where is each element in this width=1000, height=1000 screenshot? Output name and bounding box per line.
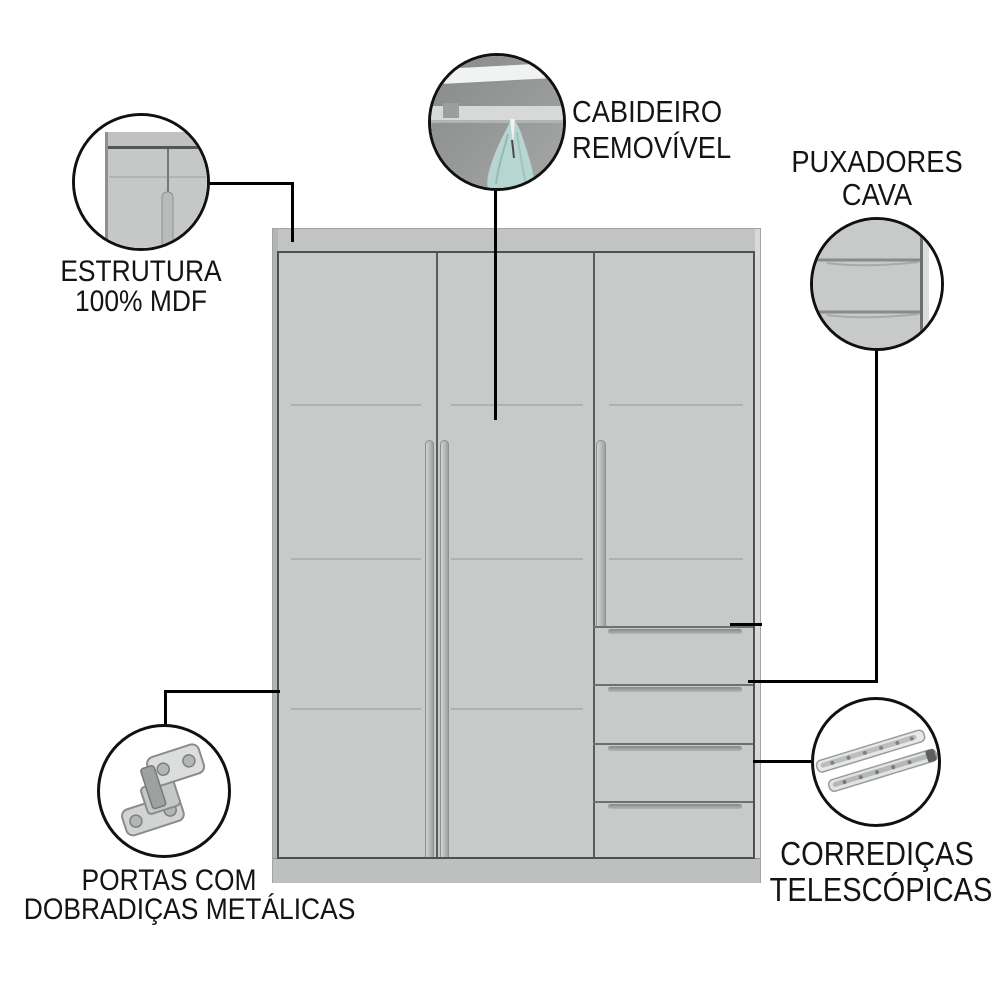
puxadores-label: PUXADORES CAVA	[757, 145, 997, 211]
panel-groove	[609, 558, 743, 560]
wardrobe-base-panel	[273, 858, 760, 883]
drawer-slides-icon	[815, 729, 938, 793]
door-gap-left	[436, 253, 438, 857]
callout-connector-estrutura	[291, 182, 294, 242]
drawer-gap	[593, 801, 753, 803]
portas-callout-circle	[97, 724, 231, 858]
callout-connector-puxadores	[748, 680, 878, 683]
callout-connector-portas	[164, 690, 280, 693]
wardrobe-front	[277, 251, 755, 859]
puxadores-label-line1: PUXADORES	[791, 144, 963, 179]
hanger-icon	[431, 56, 563, 188]
panel-groove	[291, 708, 421, 710]
corredicas-label: CORREDIÇAS TELESCÓPICAS	[755, 836, 999, 908]
callout-connector-cabideiro	[494, 188, 497, 420]
drawer-handle-groove	[608, 746, 742, 751]
panel-groove	[451, 558, 583, 560]
wardrobe-left-side-panel	[273, 229, 278, 882]
estrutura-label-line2: 100% MDF	[74, 285, 208, 318]
estrutura-callout-circle	[72, 113, 210, 251]
corredicas-callout-circle	[811, 697, 941, 827]
recessed-handle-icon	[813, 220, 941, 348]
wardrobe-crown-panel	[273, 229, 760, 252]
cabideiro-callout-circle	[428, 53, 566, 191]
panel-groove	[609, 404, 743, 406]
middle-door-handle	[440, 440, 449, 857]
drawer-handle-groove	[608, 629, 742, 634]
corredicas-label-line1: CORREDIÇAS	[780, 835, 974, 872]
panel-groove	[451, 708, 583, 710]
estrutura-label: ESTRUTURA 100% MDF	[31, 257, 251, 317]
callout-connector-estrutura	[209, 182, 294, 185]
cabideiro-label: CABIDEIRO REMOVÍVEL	[572, 94, 753, 166]
cabideiro-label-line1: CABIDEIRO	[572, 94, 723, 129]
cabideiro-label-line2: REMOVÍVEL	[572, 130, 732, 165]
drawer-handle-groove	[608, 687, 742, 692]
callout-connector-puxadores	[875, 348, 878, 683]
drawer-gap	[593, 684, 753, 686]
estrutura-label-line1: ESTRUTURA	[60, 255, 222, 288]
left-door-handle	[425, 440, 434, 857]
callout-connector-portas	[164, 690, 167, 727]
wardrobe-right-side-panel	[755, 229, 760, 882]
drawer-handle-groove	[608, 804, 742, 809]
panel-groove	[291, 558, 421, 560]
portas-label: PORTAS COM DOBRADIÇAS METÁLICAS	[4, 864, 356, 925]
callout-connector-corredicas	[753, 760, 813, 763]
panel-groove	[291, 404, 421, 406]
panel-groove	[451, 404, 583, 406]
portas-label-line1: PORTAS COM	[81, 864, 257, 897]
portas-label-line2: DOBRADIÇAS METÁLICAS	[23, 893, 356, 926]
drawer-gap	[593, 743, 753, 745]
hinge-icon	[121, 743, 206, 837]
mdf-corner-icon	[75, 116, 207, 248]
puxadores-callout-circle	[810, 217, 944, 351]
wardrobe	[272, 228, 761, 883]
drawer-pointer-tick	[730, 623, 762, 626]
right-door-handle	[596, 440, 606, 626]
door-gap-right	[593, 253, 595, 857]
corredicas-label-line2: TELESCÓPICAS	[769, 871, 993, 908]
drawer-gap	[593, 626, 753, 628]
puxadores-label-line2: CAVA	[841, 177, 913, 212]
